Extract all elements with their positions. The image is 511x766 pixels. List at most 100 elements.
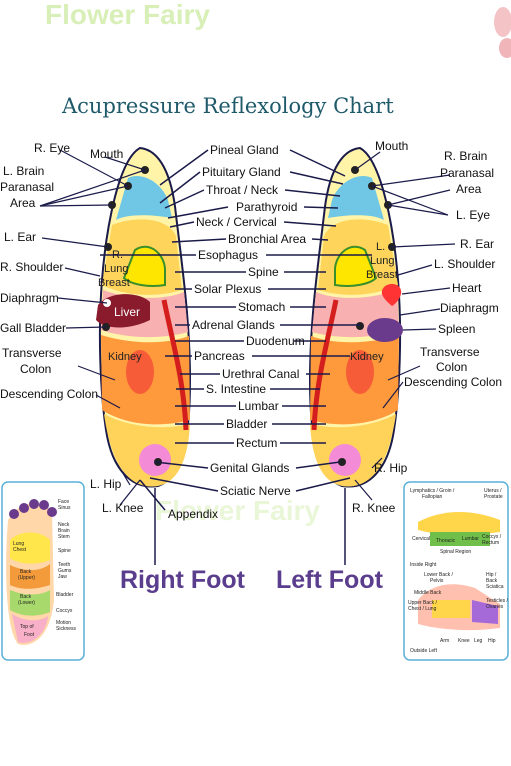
- label-diaphragm-right-foot: Diaphragm: [0, 291, 59, 305]
- inset-left-spine: Spine: [58, 548, 71, 554]
- inset-right-cervical: Cervical: [412, 536, 430, 542]
- inset-right-uterus: Uterus /: [484, 488, 502, 494]
- inset-left-face: Face: [58, 499, 69, 505]
- label-area-right-foot: Area: [10, 196, 36, 210]
- label-bronchial-area: Bronchial Area: [228, 232, 306, 246]
- inset-right-leg: Leg: [474, 638, 483, 644]
- inset-right-arm: Arm: [440, 638, 449, 644]
- liver-label: Liver: [114, 305, 140, 319]
- label-r-hip: R. Hip: [374, 461, 408, 475]
- label-colon-left-foot: Colon: [436, 360, 467, 374]
- label-solar-plexus: Solar Plexus: [194, 282, 261, 296]
- label-l-shoulder: L. Shoulder: [434, 257, 495, 271]
- inset-right-testicles: Testicles /: [486, 598, 509, 604]
- label-appendix: Appendix: [168, 507, 218, 521]
- label-descending-colon-left-foot: Descending Colon: [404, 375, 502, 389]
- label-mouth-right-foot: Mouth: [90, 147, 123, 161]
- inset-left-teeth: Teeth: [58, 562, 70, 568]
- watermark-text-top: Flower Fairy: [45, 0, 210, 30]
- inset-right-pelvis: Pelvis: [430, 578, 444, 584]
- label-neck-cervical: Neck / Cervical: [196, 215, 277, 229]
- inset-left-top-of: Top of: [20, 624, 34, 630]
- label-sciatic-nerve: Sciatic Nerve: [220, 484, 291, 498]
- l-lung-label-2: Lung: [370, 255, 394, 267]
- label-colon-right-foot: Colon: [20, 362, 51, 376]
- inset-left-bladder: Bladder: [56, 592, 74, 598]
- label-diaphragm-left-foot: Diaphragm: [440, 301, 499, 315]
- inset-right-spinal-region: Spinal Region: [440, 549, 471, 555]
- inset-left-back-lower: Back: [20, 594, 32, 600]
- label-descending-colon-right-foot: Descending Colon: [0, 387, 98, 401]
- inset-right-rectum: Rectum: [482, 540, 499, 546]
- label-r-eye: R. Eye: [34, 141, 70, 155]
- label-pineal-gland: Pineal Gland: [210, 143, 279, 157]
- right-foot-label: Right Foot: [120, 566, 246, 594]
- label-heart: Heart: [452, 281, 482, 295]
- label-l-eye: L. Eye: [456, 208, 490, 222]
- inset-left-motion: Motion: [56, 620, 71, 626]
- label-bladder: Bladder: [226, 417, 267, 431]
- inset-right-chest-lung: Chest / Lung: [408, 606, 437, 612]
- left-foot-label: Left Foot: [276, 566, 384, 594]
- label-pituitary-gland: Pituitary Gland: [202, 165, 281, 179]
- label-gall-bladder: Gall Bladder: [0, 321, 66, 335]
- inset-right-hip-back: Hip /: [486, 572, 497, 578]
- inset-left-back-upper: Back: [20, 569, 32, 575]
- label-genital-glands: Genital Glands: [210, 461, 289, 475]
- label-spleen: Spleen: [438, 322, 475, 336]
- left-foot: L. Lung Breast Kidney: [308, 146, 403, 488]
- label-esophagus: Esophagus: [198, 248, 258, 262]
- inset-left-chest: Chest: [13, 547, 27, 553]
- inset-left-neck: Neck: [58, 522, 70, 528]
- label-r-brain: R. Brain: [444, 149, 487, 163]
- label-paranasal-right-foot: Paranasal: [0, 180, 54, 194]
- petal-decoration: [494, 7, 511, 58]
- inset-right-coccyx: Coccyx /: [482, 534, 502, 540]
- inset-right-inside-right: Inside Right: [410, 562, 437, 568]
- l-lung-label-3: Breast: [366, 269, 398, 281]
- label-rectum: Rectum: [236, 436, 277, 450]
- inset-left-gums: Gums: [58, 568, 72, 574]
- inset-top-of-foot: Face Sinus Neck Brain Stem Spine Teeth G…: [1, 481, 85, 661]
- label-transverse-right-foot: Transverse: [2, 346, 62, 360]
- label-l-brain: L. Brain: [3, 164, 44, 178]
- right-foot-side-labels: R. Eye Mouth L. Brain Paranasal Area L. …: [0, 141, 146, 515]
- label-duodenum: Duodenum: [246, 334, 305, 348]
- kidney-right-label: Kidney: [108, 351, 142, 363]
- inset-left-upper: (Upper): [18, 575, 35, 581]
- left-foot-side-labels: Mouth R. Brain Paranasal Area L. Eye R. …: [352, 139, 502, 515]
- inset-right-back: Back: [486, 578, 498, 584]
- label-lumbar: Lumbar: [238, 399, 279, 413]
- label-l-ear: L. Ear: [4, 230, 36, 244]
- label-spine: Spine: [248, 265, 279, 279]
- inset-left-lung: Lung: [13, 541, 24, 547]
- label-mouth-left-foot: Mouth: [375, 139, 408, 153]
- inset-right-lower-back: Lower Back /: [424, 572, 454, 578]
- inset-right-lymphatics: Lymphatics / Groin /: [410, 488, 455, 494]
- inset-left-stem: Stem: [58, 534, 70, 540]
- label-r-shoulder: R. Shoulder: [0, 260, 63, 274]
- inset-right-knee: Knee: [458, 638, 470, 644]
- center-labels: Pineal Gland Pituitary Gland Throat / Ne…: [168, 143, 306, 521]
- inset-right-prostate: Prostate: [484, 494, 503, 500]
- inset-right-ovaries: Ovaries: [486, 604, 504, 610]
- label-l-knee: L. Knee: [102, 501, 144, 515]
- label-stomach: Stomach: [238, 300, 285, 314]
- label-urethral-canal: Urethral Canal: [222, 367, 299, 381]
- r-lung-label-2: Lung: [104, 263, 128, 275]
- inset-left-jaw: Jaw: [58, 574, 67, 580]
- label-adrenal-glands: Adrenal Glands: [192, 318, 275, 332]
- label-throat-neck: Throat / Neck: [206, 183, 279, 197]
- inset-right-lumbar: Lumbar: [462, 536, 479, 542]
- inset-left-brain: Brain: [58, 528, 70, 534]
- inset-right-outside-left: Outside Left: [410, 648, 438, 654]
- kidney-left-label: Kidney: [350, 351, 384, 363]
- label-r-ear: R. Ear: [460, 237, 494, 251]
- label-r-knee: R. Knee: [352, 501, 396, 515]
- center-leader-lines: [100, 149, 372, 565]
- inset-side-views: Lymphatics / Groin / Fallopian Uterus / …: [403, 481, 509, 661]
- l-lung-label-1: L.: [376, 241, 385, 253]
- inset-left-sickness: Sickness: [56, 626, 77, 632]
- label-l-hip: L. Hip: [90, 477, 122, 491]
